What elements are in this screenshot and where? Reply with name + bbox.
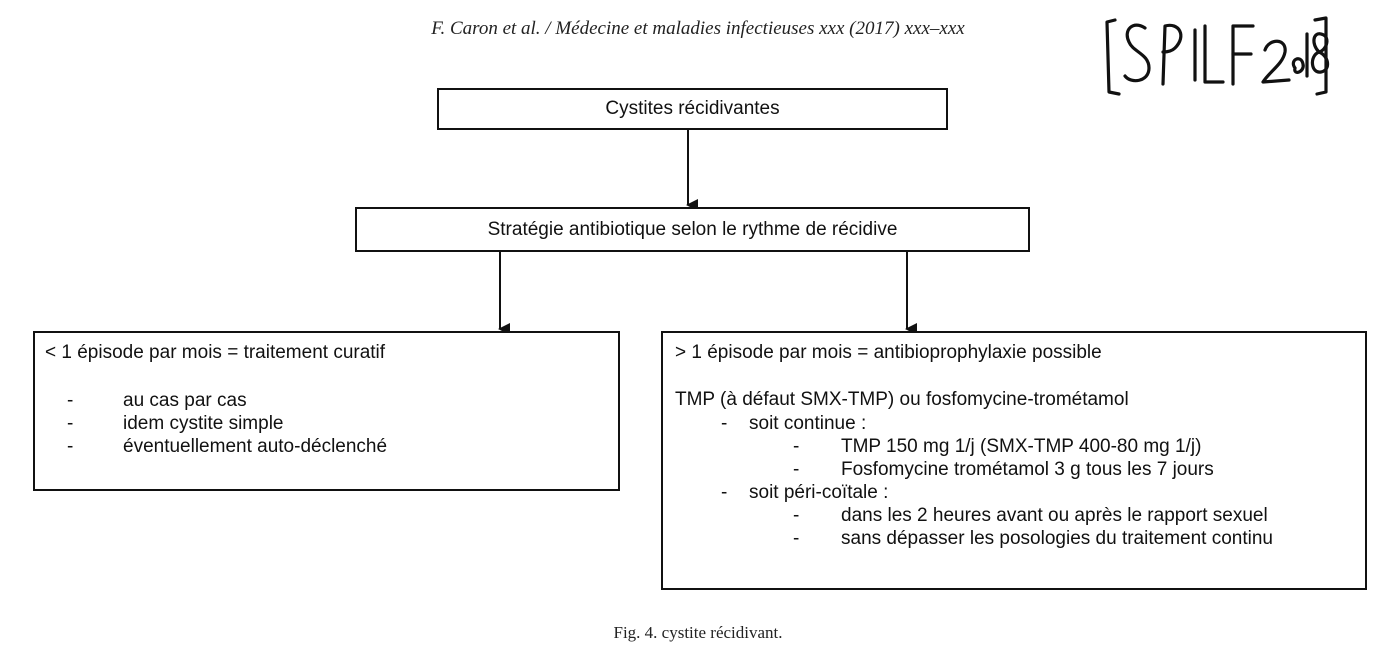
list-item-text: Fosfomycine trométamol 3 g tous les 7 jo… bbox=[841, 459, 1214, 480]
list-item-text: au cas par cas bbox=[123, 390, 247, 411]
bullet-dash: - bbox=[793, 436, 800, 457]
journal-citation-header: F. Caron et al. / Médecine et maladies i… bbox=[431, 18, 965, 39]
recurrent-cystitis-box: Cystites récidivantes bbox=[437, 88, 948, 130]
bullet-dash: - bbox=[67, 413, 74, 434]
list-item: - TMP 150 mg 1/j (SMX-TMP 400-80 mg 1/j) bbox=[675, 435, 1353, 458]
bullet-dash: - bbox=[793, 505, 800, 526]
list-item: - éventuellement auto-déclenché bbox=[45, 435, 608, 458]
antibioprophylaxis-box: > 1 épisode par mois = antibioprophylaxi… bbox=[661, 331, 1367, 590]
figure-caption: Fig. 4. cystite récidivant. bbox=[613, 623, 783, 642]
list-item: - idem cystite simple bbox=[45, 412, 608, 435]
list-item: - au cas par cas bbox=[45, 389, 608, 412]
antibioprophylaxis-drugs: TMP (à défaut SMX-TMP) ou fosfomycine-tr… bbox=[675, 389, 1129, 410]
curative-treatment-box: < 1 épisode par mois = traitement curati… bbox=[33, 331, 620, 491]
bullet-dash: - bbox=[793, 528, 800, 549]
list-item: - Fosfomycine trométamol 3 g tous les 7 j… bbox=[675, 458, 1353, 481]
list-item-text: éventuellement auto-déclenché bbox=[123, 436, 388, 457]
antibioprophylaxis-list: -soit continue : -TMP 150 mg 1/j (SMX-TM… bbox=[675, 412, 1353, 550]
list-item-text: soit péri-coïtale : bbox=[749, 482, 889, 503]
handwritten-spilf-2018-annotation bbox=[1105, 14, 1330, 98]
curative-treatment-heading: < 1 épisode par mois = traitement curati… bbox=[45, 342, 386, 363]
curative-treatment-list: - au cas par cas - idem cystite simple - év… bbox=[45, 389, 608, 458]
antibioprophylaxis-heading: > 1 épisode par mois = antibioprophylaxi… bbox=[675, 342, 1102, 363]
list-item: - dans les 2 heures avant ou après le rap… bbox=[675, 504, 1353, 527]
list-item: - sans dépasser les posologies du traitem… bbox=[675, 527, 1353, 550]
bullet-dash: - bbox=[721, 413, 728, 434]
list-item-text: idem cystite simple bbox=[123, 413, 284, 434]
list-item-text: TMP 150 mg 1/j (SMX-TMP 400-80 mg 1/j) bbox=[841, 436, 1202, 457]
bullet-dash: - bbox=[721, 482, 728, 503]
continuous-regimen-label: -soit continue : bbox=[675, 412, 1353, 435]
list-item-text: dans les 2 heures avant ou après le rapp… bbox=[841, 505, 1268, 526]
bullet-dash: - bbox=[67, 436, 74, 457]
antibiotic-strategy-box: Stratégie antibiotique selon le rythme d… bbox=[355, 207, 1030, 252]
bullet-dash: - bbox=[67, 390, 74, 411]
pericoital-regimen-label: -soit péri-coïtale : bbox=[675, 481, 1353, 504]
bullet-dash: - bbox=[793, 459, 800, 480]
list-item-text: sans dépasser les posologies du traiteme… bbox=[841, 528, 1273, 549]
list-item-text: soit continue : bbox=[749, 413, 867, 434]
